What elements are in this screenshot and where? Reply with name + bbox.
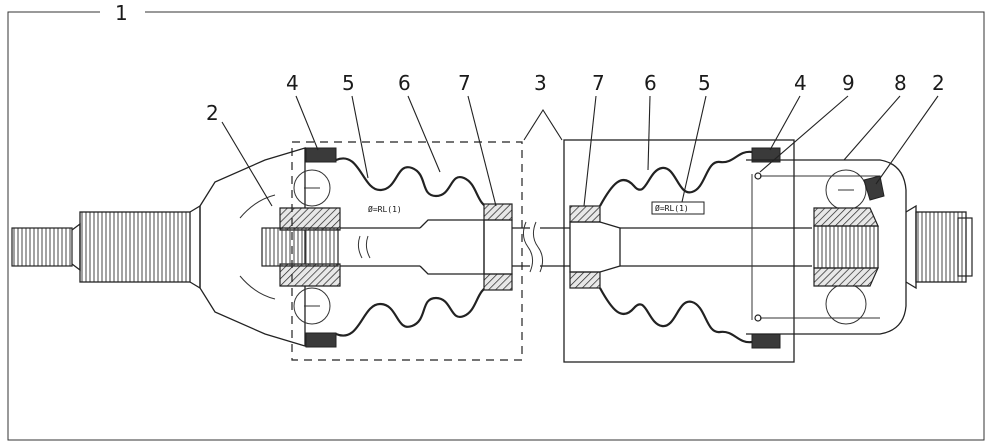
- right-boot-tag-box: [651, 201, 705, 215]
- label-9: 9: [842, 71, 855, 95]
- label-6-right: 6: [644, 71, 657, 95]
- label-1: 1: [115, 1, 128, 25]
- label-3: 3: [534, 71, 547, 95]
- left-boot-bottom: [335, 284, 491, 337]
- label-2-left: 2: [206, 101, 219, 125]
- label-4-left: 4: [286, 71, 299, 95]
- right-ring: [569, 205, 601, 223]
- label-6-left: 6: [398, 71, 411, 95]
- left-large-clamp-bottom: [305, 332, 337, 348]
- label-4-right: 4: [794, 71, 807, 95]
- left-stub-shaft: [11, 204, 201, 290]
- label-7-right: 7: [592, 71, 605, 95]
- leader-lines: [221, 95, 939, 207]
- left-boundary-box: [291, 141, 523, 361]
- right-ring-lower: [569, 271, 601, 289]
- label-5-right: 5: [698, 71, 711, 95]
- right-joint-housing: [746, 159, 907, 335]
- right-circlip-top: [754, 172, 762, 180]
- label-8: 8: [894, 71, 907, 95]
- left-ring-lower: [483, 273, 513, 291]
- right-boot-top: [599, 150, 753, 207]
- left-boot-tag: Ø=RL(1): [368, 204, 402, 214]
- right-boundary-box: [563, 139, 795, 363]
- right-ring-body: [569, 221, 621, 273]
- right-stub-shaft: [905, 204, 973, 290]
- left-boot-top: [335, 157, 491, 210]
- right-large-clamp-bottom: [751, 333, 781, 349]
- right-boot-bottom: [599, 287, 753, 344]
- left-ring: [483, 203, 513, 221]
- label-7-left: 7: [458, 71, 471, 95]
- left-large-clamp-top: [305, 147, 337, 163]
- label-5-left: 5: [342, 71, 355, 95]
- outer-frame: [7, 11, 985, 441]
- right-circlip-bottom: [754, 314, 762, 322]
- right-boot-tag: Ø=RL(1): [655, 203, 689, 213]
- main-shaft: [340, 219, 812, 275]
- left-joint-housing: [199, 147, 341, 347]
- label-2-right: 2: [932, 71, 945, 95]
